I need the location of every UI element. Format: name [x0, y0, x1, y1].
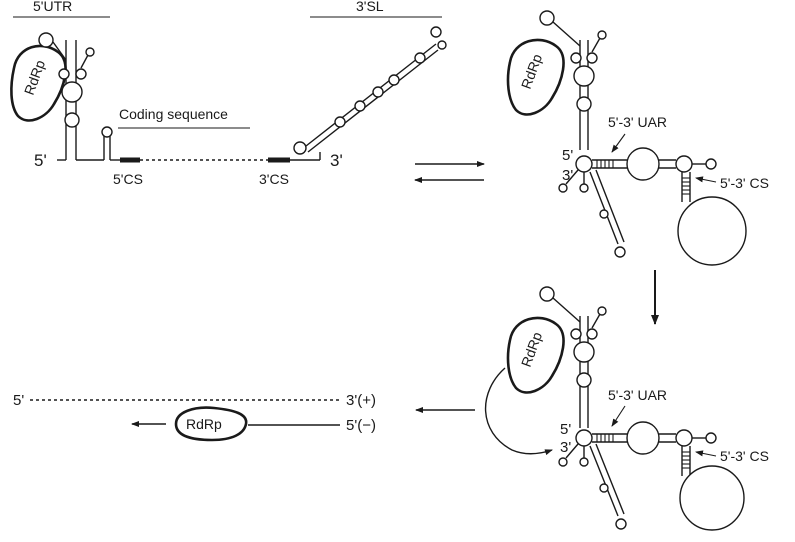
cs53-label-2: 5'-3' CS — [720, 448, 769, 464]
cs5-label: 5'CS — [113, 171, 143, 187]
uar-label-2: 5'-3' UAR — [608, 387, 667, 403]
circular-genome-bottom: RdRp — [484, 286, 769, 531]
utr5-label: 5'UTR — [33, 0, 72, 14]
end5-label-3: 5' — [560, 421, 571, 438]
end3-label-3: 3' — [560, 439, 571, 456]
replication-strands: 5' 3'(+) 5'(−) RdRp — [13, 392, 376, 442]
end3-label-2: 3' — [562, 167, 573, 184]
sl3-stem-loop — [293, 26, 447, 155]
cs53-label: 5'-3' CS — [720, 175, 769, 191]
linear-genome: 5'UTR 3'SL Coding sequence RdRp — [10, 0, 447, 187]
uar-label: 5'-3' UAR — [608, 114, 667, 130]
end3-label: 3' — [330, 151, 343, 170]
coding-label: Coding sequence — [119, 106, 228, 122]
end5-label: 5' — [34, 151, 47, 170]
cs3-label: 3'CS — [259, 171, 289, 187]
sl3-label: 3'SL — [356, 0, 384, 14]
end5-label-2: 5' — [562, 147, 573, 164]
rdrp-enzyme-2: RdRp — [506, 38, 565, 116]
rdrp-label-4: RdRp — [186, 416, 222, 432]
rdrp-enzyme-3: RdRp — [506, 316, 565, 394]
curved-transfer-arrow — [484, 367, 553, 456]
rdrp-enzyme-4: RdRp — [174, 406, 248, 442]
plus-strand-5-label: 5' — [13, 392, 24, 409]
rdrp-enzyme: RdRp — [10, 44, 67, 122]
circular-genome-top: RdRp — [506, 10, 769, 266]
plus-strand-3-label: 3'(+) — [346, 392, 376, 409]
minus-strand-5-label: 5'(−) — [346, 417, 376, 434]
utr5-stem-loop — [38, 32, 113, 160]
